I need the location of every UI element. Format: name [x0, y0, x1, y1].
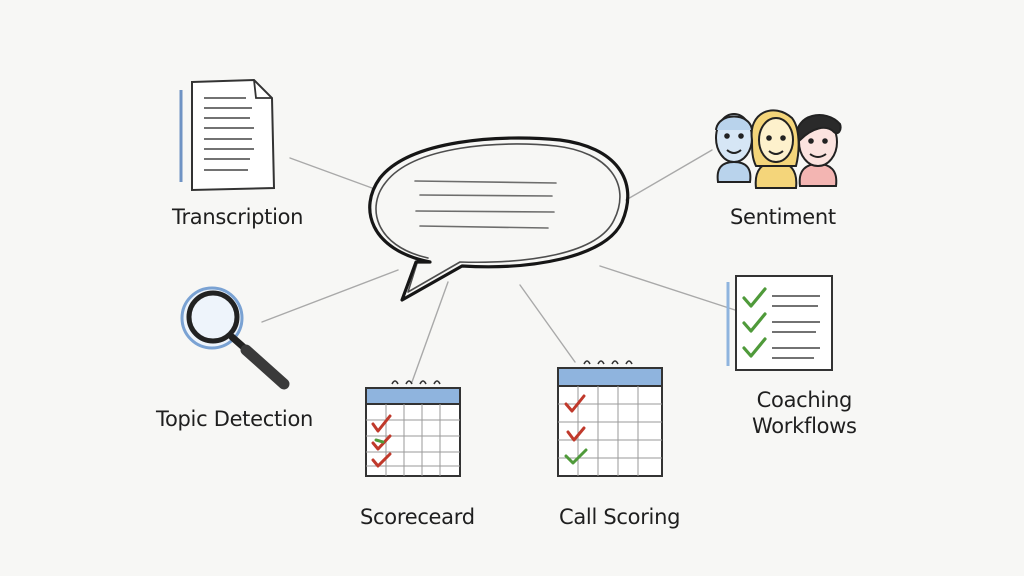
connector-coaching	[599, 265, 736, 311]
label-scorecard: Scoreceard	[360, 505, 475, 529]
label-transcription: Transcription	[172, 205, 304, 229]
connector-scorecard	[411, 281, 449, 383]
checklist-icon	[726, 275, 833, 371]
connector-sentiment	[625, 149, 713, 201]
face-left-icon	[715, 113, 753, 183]
scorecard-calendar-icon	[365, 380, 461, 477]
label-coaching-line-1: Coaching	[756, 388, 853, 412]
label-topic-detection: Topic Detection	[156, 407, 314, 431]
speech-bubble-icon	[368, 136, 630, 302]
call-scoring-calendar-icon	[557, 360, 663, 477]
connector-topic-detection	[261, 269, 399, 323]
document-icon	[179, 78, 276, 192]
connector-call-scoring	[519, 284, 576, 363]
label-sentiment: Sentiment	[730, 205, 836, 229]
faces-icon	[715, 109, 842, 189]
label-coaching-workflows: Coaching Workflows	[752, 387, 857, 439]
label-call-scoring: Call Scoring	[559, 505, 681, 529]
label-coaching-line-2: Workflows	[752, 414, 857, 438]
face-middle-icon	[750, 109, 800, 189]
face-right-icon	[795, 114, 842, 187]
connector-transcription	[289, 157, 373, 189]
magnifier-icon	[180, 286, 290, 390]
